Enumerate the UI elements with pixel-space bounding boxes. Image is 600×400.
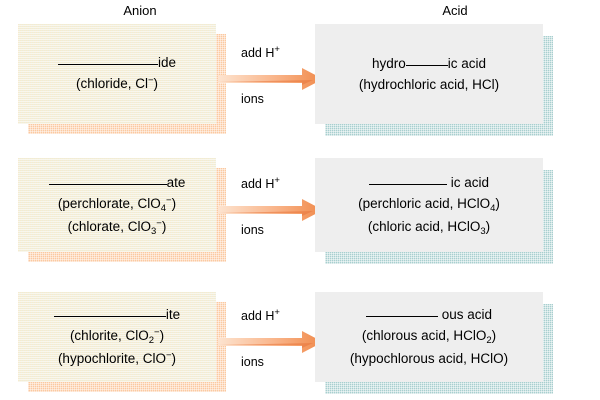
arrow-label-top-text: add H [241, 177, 275, 191]
charge-superscript: − [147, 75, 154, 86]
arrow-label-top-text: add H [241, 309, 275, 323]
acid-example-name: (chlorous acid, HClO [361, 327, 487, 343]
blank-underline [365, 304, 438, 317]
formula-subscript: 2 [148, 334, 154, 346]
diagram-row: ite (chlorite, ClO2−) (hypochlorite, ClO… [0, 292, 600, 394]
blank-underline [57, 52, 158, 65]
charge-superscript: − [165, 349, 172, 361]
acid-example-tail: ) [503, 350, 509, 366]
acid-example: (chlorous acid, HClO2) [362, 325, 496, 348]
acid-example-name: (chloric acid, HClO [367, 218, 481, 234]
arrow-label-bottom: ions [241, 355, 264, 369]
anion-example: (hypochlorite, ClO−) [58, 348, 176, 371]
acid-example: (hydrochloric acid, HCl) [358, 77, 500, 92]
acid-example: (hypochlorous acid, HClO) [350, 348, 508, 371]
arrow-label-top-text: add H [241, 46, 275, 60]
arrow-icon [218, 68, 323, 90]
anion-name-pattern: ite [53, 304, 181, 325]
charge-superscript: − [166, 194, 172, 206]
anion-example-tail: ) [171, 195, 177, 211]
anion-example-tail: ) [171, 350, 177, 366]
plus-superscript: + [274, 175, 280, 186]
blank-underline [368, 172, 447, 185]
blank-underline [48, 172, 167, 185]
plus-superscript: + [274, 307, 280, 318]
acid-name-pattern: hydro ic acid [372, 53, 486, 74]
column-header-anion: Anion [123, 3, 157, 18]
arrow-label-top: add H+ [241, 44, 280, 60]
anion-example-name: (hypochlorite, ClO [57, 350, 166, 366]
transform-arrow-group: add H+ ions [218, 158, 328, 266]
anion-example: (perchlorate, ClO4−) [58, 193, 176, 216]
anion-example-name: (chloride, Cl [75, 76, 148, 91]
arrow-label-top: add H+ [241, 175, 280, 191]
anion-name-pattern: ate [48, 172, 186, 193]
acid-example: (chloric acid, HClO3) [368, 216, 490, 239]
diagram-row: ide (chloride, Cl−) add H+ ions [0, 24, 600, 136]
anion-example-tail: ) [153, 76, 159, 91]
plus-superscript: + [274, 44, 280, 55]
acid-box: hydro ic acid (hydrochloric acid, HCl) [315, 24, 543, 124]
anion-box: ate (perchlorate, ClO4−) (chlorate, ClO3… [18, 158, 216, 252]
anion-example: (chloride, Cl−) [76, 73, 158, 96]
diagram-row: ate (perchlorate, ClO4−) (chlorate, ClO3… [0, 158, 600, 266]
formula-subscript: 4 [160, 202, 167, 214]
arrow-label-bottom: ions [241, 223, 264, 237]
anion-example: (chlorate, ClO3−) [68, 216, 167, 239]
anion-example-name: (chlorate, ClO [67, 218, 151, 234]
blank-underline [405, 53, 448, 66]
anion-suffix: ite [165, 306, 181, 322]
acid-box: ous acid (chlorous acid, HClO2) (hypochl… [315, 292, 543, 382]
acid-suffix: ous acid [441, 306, 493, 322]
acid-name-pattern: ous acid [365, 304, 493, 325]
arrow-label-top: add H+ [241, 307, 280, 323]
formula-subscript: 2 [486, 334, 492, 346]
anion-example-name: (chlorite, ClO [69, 327, 149, 343]
anion-example-tail: ) [159, 327, 165, 343]
anion-example-name: (perchlorate, ClO [57, 195, 161, 211]
acid-prefix: hydro [371, 56, 406, 71]
acid-example: (perchloric acid, HClO4) [358, 193, 500, 216]
formula-subscript: 4 [490, 202, 496, 214]
anion-suffix: ate [166, 174, 186, 190]
formula-subscript: 3 [480, 225, 486, 237]
acid-suffix: ic acid [450, 174, 490, 190]
acid-box: ic acid (perchloric acid, HClO4) (chlori… [315, 158, 543, 252]
acid-example-tail: ) [491, 327, 497, 343]
acid-name-pattern: ic acid [368, 172, 490, 193]
anion-name-pattern: ide [57, 52, 176, 73]
acid-suffix: ic acid [447, 56, 487, 71]
anion-box: ide (chloride, Cl−) [18, 24, 216, 124]
blank-underline [53, 304, 166, 317]
arrow-label-bottom: ions [241, 92, 264, 106]
acid-example-tail: ) [495, 195, 500, 211]
column-header-acid: Acid [442, 3, 468, 18]
acid-example-tail: ) [485, 218, 491, 234]
anion-suffix: ide [157, 55, 176, 70]
formula-subscript: 3 [150, 225, 157, 237]
charge-superscript: − [156, 217, 162, 229]
anion-example: (chlorite, ClO2−) [70, 325, 164, 348]
anion-box: ite (chlorite, ClO2−) (hypochlorite, ClO… [18, 292, 216, 382]
arrow-icon [218, 199, 323, 221]
charge-superscript: − [154, 326, 160, 338]
transform-arrow-group: add H+ ions [218, 292, 328, 392]
transform-arrow-group: add H+ ions [218, 24, 328, 134]
acid-example-name: (perchloric acid, HClO [358, 195, 491, 211]
acid-example-name: (hypochlorous acid, HClO [349, 350, 504, 366]
anion-example-tail: ) [161, 218, 167, 234]
arrow-icon [218, 331, 323, 353]
